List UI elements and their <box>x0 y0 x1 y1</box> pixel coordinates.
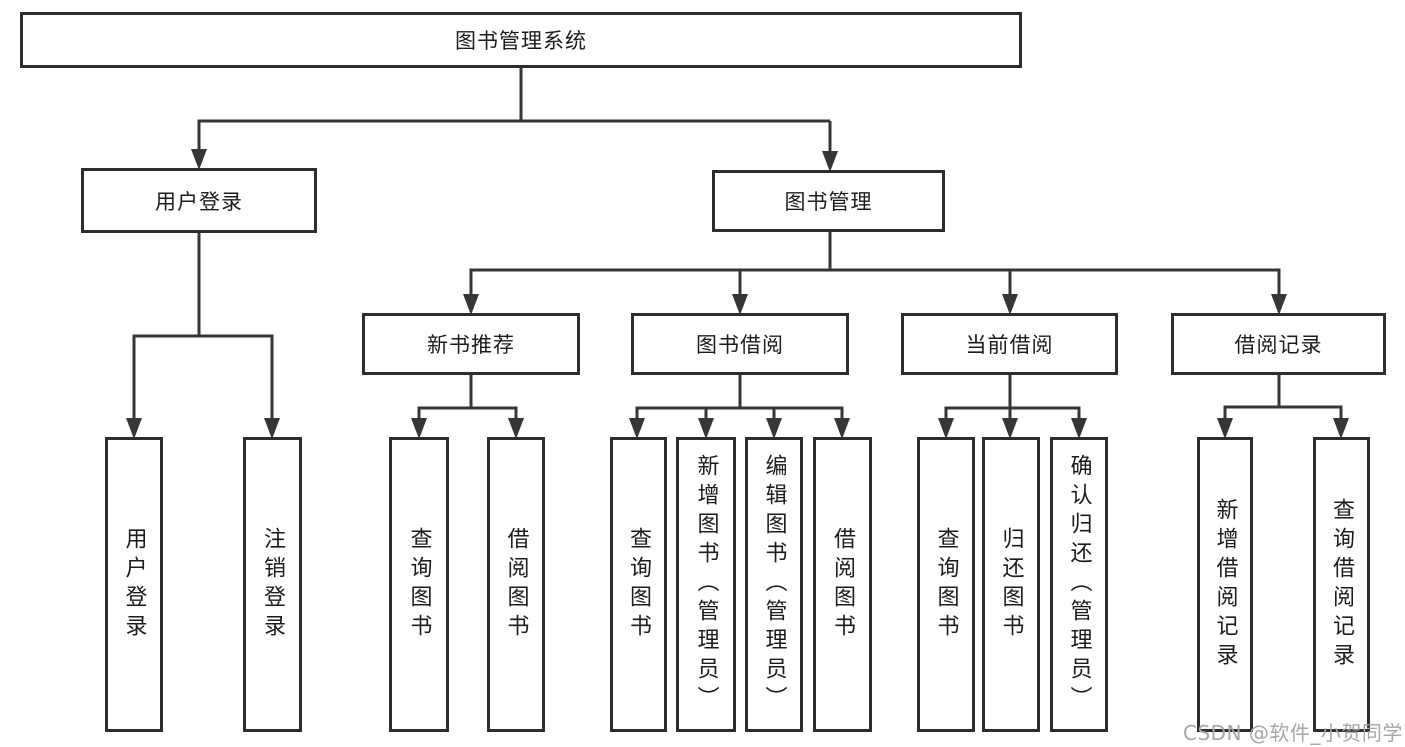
leaf-record-add-label: 新增借阅记录 <box>1212 497 1238 672</box>
leaf-current-query-label: 查询图书 <box>933 526 959 643</box>
node-book-borrow-label: 图书借阅 <box>696 333 784 357</box>
leaf-user-login-label: 用户登录 <box>121 526 147 643</box>
leaf-current-return-label: 归还图书 <box>998 526 1024 643</box>
leaf-borrow-query: 查询图书 <box>610 437 667 732</box>
leaf-newbook-query-label: 查询图书 <box>406 526 432 643</box>
node-new-book-recommend-label: 新书推荐 <box>427 333 515 357</box>
node-user-login: 用户登录 <box>81 168 317 233</box>
node-current-borrow: 当前借阅 <box>901 313 1118 375</box>
leaf-borrow-add: 新增图书（管理员） <box>676 437 736 732</box>
leaf-current-confirm-return: 确认归还（管理员） <box>1050 437 1108 732</box>
leaf-record-query-label: 查询借阅记录 <box>1329 497 1355 672</box>
leaf-borrow-borrow: 借阅图书 <box>813 437 872 732</box>
node-new-book-recommend: 新书推荐 <box>362 313 580 375</box>
arrowheads <box>126 149 1349 439</box>
node-root-label: 图书管理系统 <box>455 29 587 53</box>
leaf-borrow-add-label: 新增图书（管理员） <box>693 454 719 715</box>
leaf-current-confirm-return-label: 确认归还（管理员） <box>1066 454 1092 715</box>
node-current-borrow-label: 当前借阅 <box>965 333 1054 357</box>
leaf-logout: 注销登录 <box>243 437 302 732</box>
leaf-borrow-borrow-label: 借阅图书 <box>830 526 856 643</box>
node-book-borrow: 图书借阅 <box>631 313 849 375</box>
csdn-watermark: CSDN @软件_小贺同学 <box>1183 721 1403 745</box>
node-borrow-record-label: 借阅记录 <box>1234 333 1323 357</box>
leaf-borrow-edit-label: 编辑图书（管理员） <box>761 454 787 715</box>
leaf-borrow-query-label: 查询图书 <box>626 526 652 643</box>
leaf-borrow-edit: 编辑图书（管理员） <box>745 437 803 732</box>
leaf-current-query: 查询图书 <box>917 437 975 732</box>
leaf-newbook-borrow-label: 借阅图书 <box>503 526 529 643</box>
node-book-management: 图书管理 <box>712 170 945 232</box>
node-user-login-label: 用户登录 <box>155 189 243 214</box>
leaf-user-login: 用户登录 <box>105 437 163 732</box>
node-root: 图书管理系统 <box>20 12 1022 68</box>
leaf-logout-label: 注销登录 <box>260 526 286 643</box>
leaf-current-return: 归还图书 <box>982 437 1040 732</box>
leaf-record-query: 查询借阅记录 <box>1313 437 1370 732</box>
leaf-record-add: 新增借阅记录 <box>1197 437 1253 732</box>
leaf-newbook-query: 查询图书 <box>389 437 449 732</box>
node-book-management-label: 图书管理 <box>784 190 873 214</box>
leaf-newbook-borrow: 借阅图书 <box>487 437 545 732</box>
node-borrow-record: 借阅记录 <box>1171 313 1386 375</box>
